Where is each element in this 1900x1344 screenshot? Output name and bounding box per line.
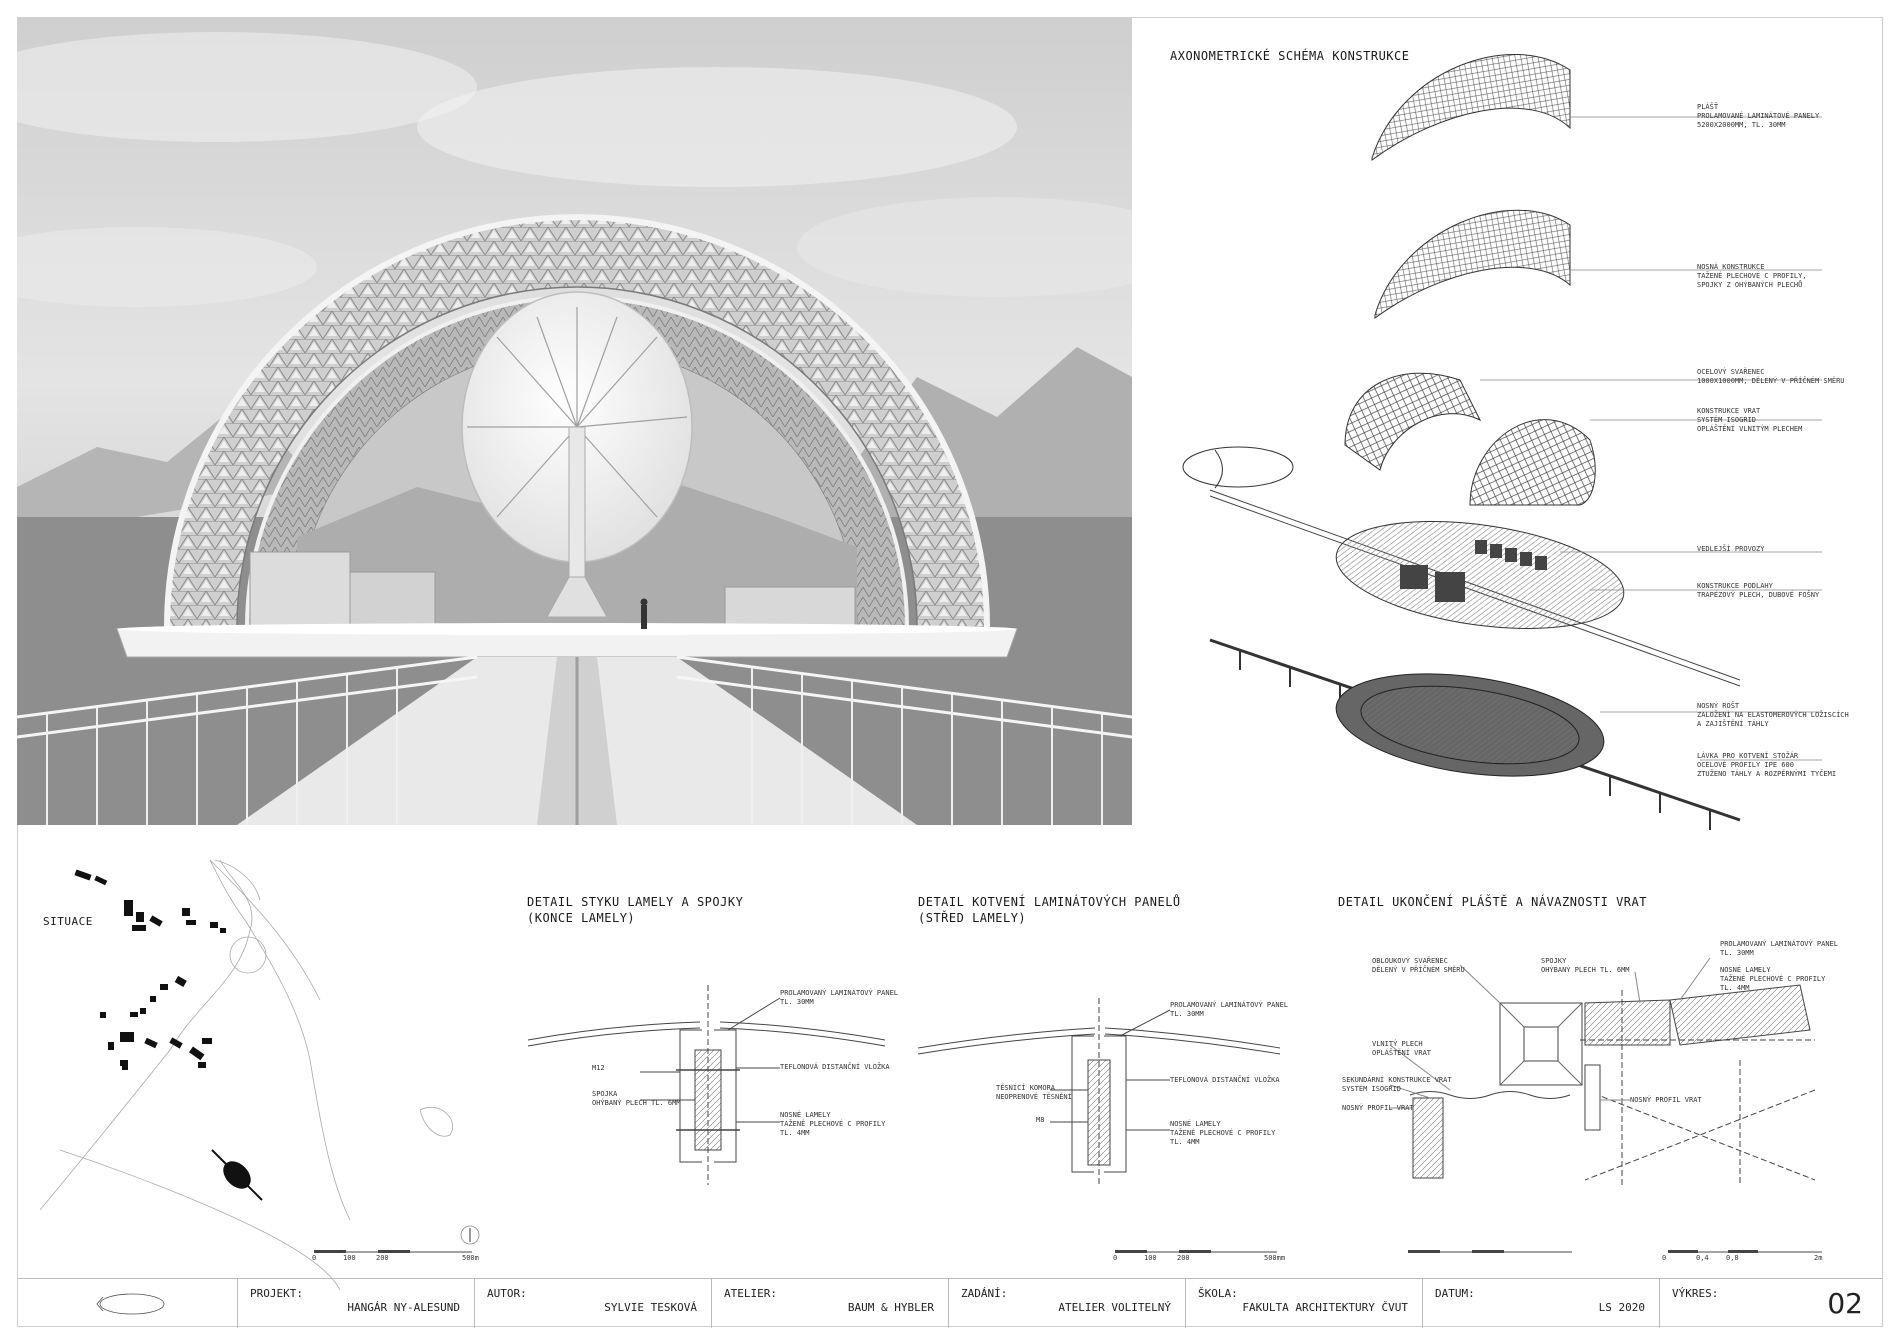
detail3-scale-04: 0,4 bbox=[1696, 1254, 1709, 1262]
detail3-label-gate-profile-left: NOSNÝ PROFIL VRAT bbox=[1342, 1104, 1414, 1112]
detail3-label-gate-profile-right: NOSNÝ PROFIL VRAT bbox=[1630, 1096, 1702, 1104]
situation-scale-0: 0 bbox=[312, 1254, 317, 1262]
title-cell-datum: DATUM: LS 2020 bbox=[1422, 1279, 1659, 1328]
title-cell-skola: ŠKOLA: FAKULTA ARCHITEKTURY ČVUT bbox=[1185, 1279, 1422, 1328]
axo-label-services: VEDLEJŠÍ PROVOZY bbox=[1697, 545, 1765, 553]
atelier-value: BAUM & HYBLER bbox=[847, 1301, 934, 1314]
axo-label-weldment: OCELOVÝ SVAŘENEC1000x1000mm, DĚLENÝ V PŘ… bbox=[1697, 368, 1845, 385]
zadani-value: ATELIER VOLITELNÝ bbox=[1058, 1301, 1171, 1314]
title-cell-atelier: ATELIER: BAUM & HYBLER bbox=[711, 1279, 948, 1328]
title-cell-zadani: ZADÁNÍ: ATELIER VOLITELNÝ bbox=[948, 1279, 1185, 1328]
detail1-heading: DETAIL STYKU LAMELY A SPOJKY(KONCE LAMEL… bbox=[527, 895, 744, 925]
north-arrow-icon bbox=[460, 1225, 480, 1245]
detail2-scale-bar bbox=[1668, 1250, 1822, 1253]
detail3-drawing bbox=[1389, 957, 1816, 1185]
detail1-drawing bbox=[527, 985, 886, 1185]
situation-scale-500: 500m bbox=[462, 1254, 479, 1262]
airship-icon bbox=[96, 1293, 165, 1315]
drawing-number: 02 bbox=[1827, 1287, 1863, 1320]
title-block-logo bbox=[17, 1279, 237, 1328]
autor-key: AUTOR: bbox=[487, 1287, 527, 1300]
datum-value: LS 2020 bbox=[1598, 1301, 1645, 1314]
hangar-rendering bbox=[17, 17, 1132, 825]
detail-scale-100: 100 bbox=[1144, 1254, 1157, 1262]
atelier-key: ATELIER: bbox=[724, 1287, 777, 1300]
detail-scale-0: 0 bbox=[1113, 1254, 1118, 1262]
skola-key: ŠKOLA: bbox=[1198, 1287, 1238, 1300]
detail2-label-insert: TEFLONOVÁ DISTANČNÍ VLOŽKA bbox=[1170, 1076, 1280, 1084]
detail3-scale-0: 0 bbox=[1662, 1254, 1667, 1262]
detail-scale-200: 200 bbox=[1177, 1254, 1190, 1262]
situation-heading: SITUACE bbox=[43, 915, 93, 928]
detail1-label-bolt: M12 bbox=[592, 1064, 605, 1072]
detail2-drawing bbox=[917, 998, 1281, 1185]
detail-scale-500: 500mm bbox=[1264, 1254, 1286, 1262]
situation-map bbox=[39, 859, 453, 1291]
detail2-label-bolt: M8 bbox=[1036, 1116, 1045, 1124]
situation-hangar bbox=[211, 1149, 263, 1201]
detail1-label-insert: TEFLONOVÁ DISTANČNÍ VLOŽKA bbox=[780, 1063, 890, 1071]
title-cell-vykres: VÝKRES: 02 bbox=[1659, 1279, 1883, 1328]
detail3-heading: DETAIL UKONČENÍ PLÁŠTĚ A NÁVAZNOSTI VRAT bbox=[1338, 895, 1647, 909]
detail3-scale-bar bbox=[1408, 1250, 1572, 1253]
detail1-scale-bar bbox=[1115, 1250, 1277, 1253]
situation-scale-100: 100 bbox=[343, 1254, 356, 1262]
autor-value: SYLVIE TESKOVÁ bbox=[604, 1301, 697, 1314]
axonometry-heading: AXONOMETRICKÉ SCHÉMA KONSTRUKCE bbox=[1170, 49, 1410, 63]
title-block: PROJEKT: HANGÁR NY-ALESUND AUTOR: SYLVIE… bbox=[17, 1278, 1883, 1328]
situation-scale-200: 200 bbox=[376, 1254, 389, 1262]
datum-key: DATUM: bbox=[1435, 1287, 1475, 1300]
zadani-key: ZADÁNÍ: bbox=[961, 1287, 1008, 1300]
detail3-scale-08: 0,8 bbox=[1726, 1254, 1739, 1262]
title-cell-projekt: PROJEKT: HANGÁR NY-ALESUND bbox=[237, 1279, 474, 1328]
detail3-scale-2: 2m bbox=[1814, 1254, 1823, 1262]
projekt-value: HANGÁR NY-ALESUND bbox=[347, 1301, 460, 1314]
detail2-heading: DETAIL KOTVENÍ LAMINÁTOVÝCH PANELŮ(STŘED… bbox=[918, 895, 1181, 925]
situation-buildings bbox=[74, 869, 226, 1070]
title-cell-autor: AUTOR: SYLVIE TESKOVÁ bbox=[474, 1279, 711, 1328]
skola-value: FAKULTA ARCHITEKTURY ČVUT bbox=[1242, 1301, 1408, 1314]
situation-scale-bar bbox=[314, 1250, 472, 1253]
projekt-key: PROJEKT: bbox=[250, 1287, 303, 1300]
vykres-key: VÝKRES: bbox=[1672, 1287, 1719, 1300]
